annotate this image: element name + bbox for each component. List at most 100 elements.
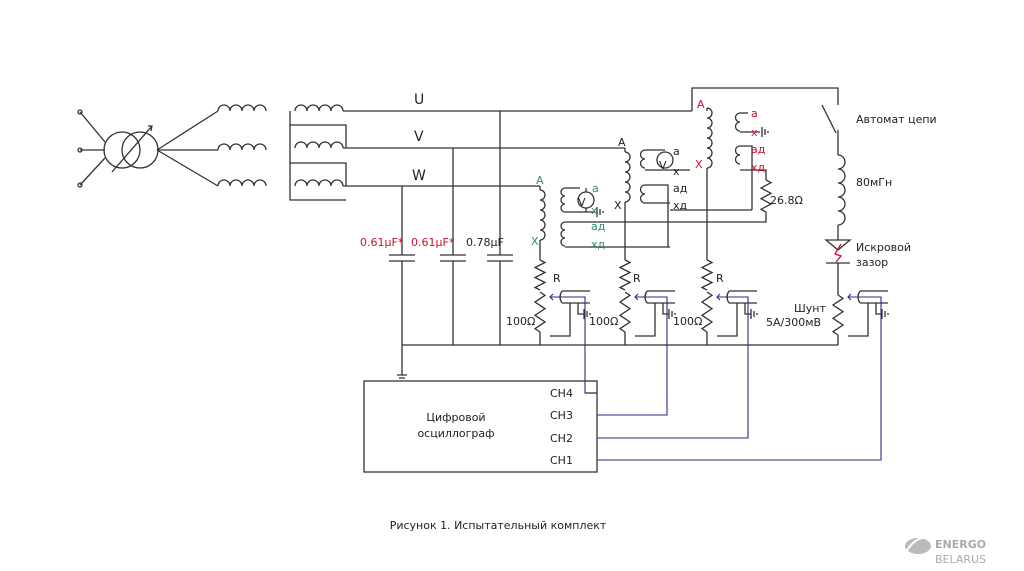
load-resistor-label: 26.8Ω <box>770 194 803 207</box>
resistor-load-icon <box>759 179 773 213</box>
ground-icon <box>744 303 751 315</box>
secondary-coil-icon <box>560 187 566 213</box>
capacitor-icon <box>389 254 415 262</box>
coil-icon <box>217 143 267 151</box>
pot-label-3: 100Ω <box>673 315 702 328</box>
ground-icon <box>577 303 584 315</box>
wire <box>79 111 106 143</box>
wire <box>156 149 219 187</box>
capacitor-icon <box>487 254 513 262</box>
shunt-label-1: Шунт <box>794 302 826 315</box>
cable-ch3 <box>597 296 668 416</box>
potentiometer-icon <box>533 291 547 333</box>
secondary-coil-icon <box>639 184 646 204</box>
wire <box>550 303 571 337</box>
tr-u-x: x <box>751 126 758 139</box>
voltmeter-w-label: V <box>578 196 586 209</box>
tr-w-x: x <box>591 204 598 217</box>
breaker-switch-icon <box>821 104 837 134</box>
energo-belarus-logo: ENERGO BELARUS <box>905 536 986 566</box>
inductor-coil-icon <box>837 154 846 226</box>
spark-gap-label-2: зазор <box>856 256 888 269</box>
wire <box>740 145 753 210</box>
potentiometer-icon <box>700 291 714 333</box>
cable-ch1 <box>597 296 882 461</box>
coax-connector-icon <box>726 290 757 304</box>
wiper-arrow-icon <box>634 293 650 301</box>
cable-ch2 <box>597 296 749 439</box>
wire <box>691 87 839 111</box>
wire <box>156 110 219 151</box>
tr-v-x: x <box>673 165 680 178</box>
r-label-2: R <box>633 272 641 285</box>
spark-icon <box>834 243 843 263</box>
figure-caption: Рисунок 1. Испытательный комплект <box>390 519 607 532</box>
ground-icon <box>761 127 769 137</box>
voltmeter-v-label: V <box>659 159 667 172</box>
r-label-3: R <box>716 272 724 285</box>
wire <box>645 184 669 247</box>
wire <box>79 157 106 186</box>
resistor-r-icon <box>618 259 632 291</box>
coil-icon <box>294 104 344 112</box>
inductor-label: 80мГн <box>856 176 892 189</box>
phase-u-label: U <box>414 92 424 108</box>
tr-v-A: A <box>618 136 626 149</box>
ground-icon <box>881 309 889 319</box>
oscilloscope-title-1: Цифровой <box>426 411 485 424</box>
wire <box>289 111 346 201</box>
tr-w-xd: xд <box>591 238 606 251</box>
svg-text:ENERGO: ENERGO <box>935 538 986 551</box>
wires <box>77 87 889 461</box>
channel-ch1: CH1 <box>550 454 573 467</box>
channel-ch4: CH4 <box>550 387 573 400</box>
wire <box>635 303 656 337</box>
phase-v-label: V <box>414 129 424 145</box>
potentiometer-icon <box>618 291 632 333</box>
wire <box>740 169 767 180</box>
wiper-arrow-icon <box>716 293 732 301</box>
terminal-dot-icon <box>77 182 83 188</box>
secondary-coil-icon <box>734 112 741 132</box>
shunt-resistor-icon <box>831 294 845 336</box>
variable-arrow-icon <box>111 125 153 173</box>
wire <box>848 303 869 337</box>
voltmeter-icon <box>656 151 674 169</box>
wire <box>290 124 347 148</box>
resistor-r-icon <box>700 259 714 291</box>
phase-w-label: W <box>412 168 426 184</box>
shunt-label-2: 5А/300мВ <box>766 316 821 329</box>
r-label-1: R <box>553 272 561 285</box>
secondary-coil-icon <box>639 149 646 169</box>
ground-icon <box>397 374 407 379</box>
wiper-arrow-icon <box>549 293 565 301</box>
ground-icon <box>583 309 591 319</box>
spark-gap-label-1: Искровой <box>856 241 911 254</box>
coil-icon <box>294 141 344 149</box>
terminal-dot-icon <box>77 109 83 115</box>
oscilloscope-title-2: осциллограф <box>417 427 494 440</box>
coax-connector-icon <box>644 290 675 304</box>
tr-v-a: a <box>673 145 680 158</box>
tr-v-X: X <box>614 199 622 212</box>
transformer-primary-coil-icon <box>706 107 713 169</box>
channel-ch3: CH3 <box>550 409 573 422</box>
coax-connector-icon <box>857 290 888 304</box>
transformer-primary-coil-icon <box>624 151 631 203</box>
pot-label-2: 100Ω <box>589 315 618 328</box>
svg-text:BELARUS: BELARUS <box>935 553 986 566</box>
tr-w-a: a <box>592 182 599 195</box>
tr-u-xd: xд <box>751 161 766 174</box>
wire <box>717 303 738 337</box>
tr-u-a: a <box>751 107 758 120</box>
oscilloscope-box <box>363 380 598 473</box>
ground-icon <box>668 309 676 319</box>
tr-u-ad: aд <box>751 143 766 156</box>
coil-icon <box>294 179 344 187</box>
capacitor-label-3: 0.78µF <box>466 236 504 249</box>
ground-icon <box>750 309 758 319</box>
channel-ch2: CH2 <box>550 432 573 445</box>
ground-icon <box>875 303 882 315</box>
tr-u-X: X <box>695 158 703 171</box>
